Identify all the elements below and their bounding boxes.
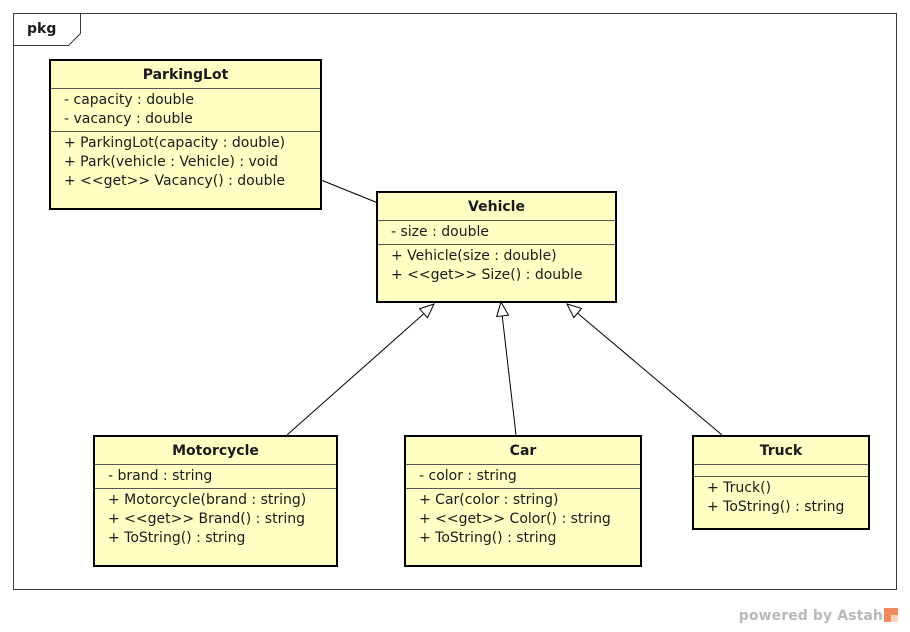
attribute: - color : string <box>419 468 517 484</box>
attribute: - size : double <box>391 224 489 240</box>
operation-compartment: + Vehicle(size : double) + <<get>> Size(… <box>378 245 615 287</box>
class-truck[interactable]: Truck + Truck() + ToString() : string <box>692 435 870 530</box>
operation-compartment: + Truck() + ToString() : string <box>694 477 868 519</box>
astah-logo-icon <box>884 608 898 622</box>
operation: + Park(vehicle : Vehicle) : void <box>64 154 279 170</box>
operation: + <<get>> Color() : string <box>419 511 611 527</box>
operation: + <<get>> Vacancy() : double <box>64 173 285 189</box>
operation: + <<get>> Size() : double <box>391 267 583 283</box>
class-car[interactable]: Car - color : string + Car(color : strin… <box>404 435 642 567</box>
attribute-compartment: - brand : string <box>95 465 336 489</box>
package-label: pkg <box>27 21 57 37</box>
class-name: Truck <box>694 437 868 465</box>
operation: + ToString() : string <box>707 499 845 515</box>
operation-compartment: + Motorcycle(brand : string) + <<get>> B… <box>95 489 336 550</box>
operation: + Vehicle(size : double) <box>391 248 557 264</box>
operation: + ToString() : string <box>419 530 557 546</box>
generalization-motorcycle-vehicle <box>286 309 429 436</box>
attribute-compartment: - capacity : double - vacancy : double <box>51 89 320 132</box>
attribute-compartment: - size : double <box>378 221 615 245</box>
package-frame <box>13 13 897 590</box>
generalization-arrowhead-car <box>495 300 510 318</box>
operation: + ParkingLot(capacity : double) <box>64 135 286 151</box>
operation: + ToString() : string <box>108 530 246 546</box>
operation: + Truck() <box>707 480 772 496</box>
class-name: Car <box>406 437 640 465</box>
class-motorcycle[interactable]: Motorcycle - brand : string + Motorcycle… <box>93 435 338 567</box>
class-parkinglot[interactable]: ParkingLot - capacity : double - vacancy… <box>49 59 322 210</box>
class-name: Motorcycle <box>95 437 336 465</box>
class-name: Vehicle <box>378 193 615 221</box>
generalization-arrowhead-truck <box>566 303 583 319</box>
generalization-car-vehicle <box>501 313 517 436</box>
attribute: - brand : string <box>108 468 213 484</box>
package-tab <box>13 13 81 46</box>
operation-compartment: + Car(color : string) + <<get>> Color() … <box>406 489 640 550</box>
operation: + <<get>> Brand() : string <box>108 511 305 527</box>
class-vehicle[interactable]: Vehicle - size : double + Vehicle(size :… <box>376 191 617 303</box>
operation: + Car(color : string) <box>419 492 559 508</box>
operation: + Motorcycle(brand : string) <box>108 492 307 508</box>
footer-text: powered by Astah <box>738 608 883 624</box>
attribute-compartment: - color : string <box>406 465 640 489</box>
class-name: ParkingLot <box>51 61 320 89</box>
attribute-compartment <box>694 465 868 477</box>
association-parkinglot-vehicle <box>320 179 379 204</box>
operation-compartment: + ParkingLot(capacity : double) + Park(v… <box>51 132 320 193</box>
generalization-arrowhead-motorcycle <box>418 303 435 319</box>
attribute: - vacancy : double <box>64 111 193 127</box>
attribute: - capacity : double <box>64 92 194 108</box>
generalization-truck-vehicle <box>574 310 723 436</box>
powered-by-footer: powered by Astah <box>739 608 898 624</box>
